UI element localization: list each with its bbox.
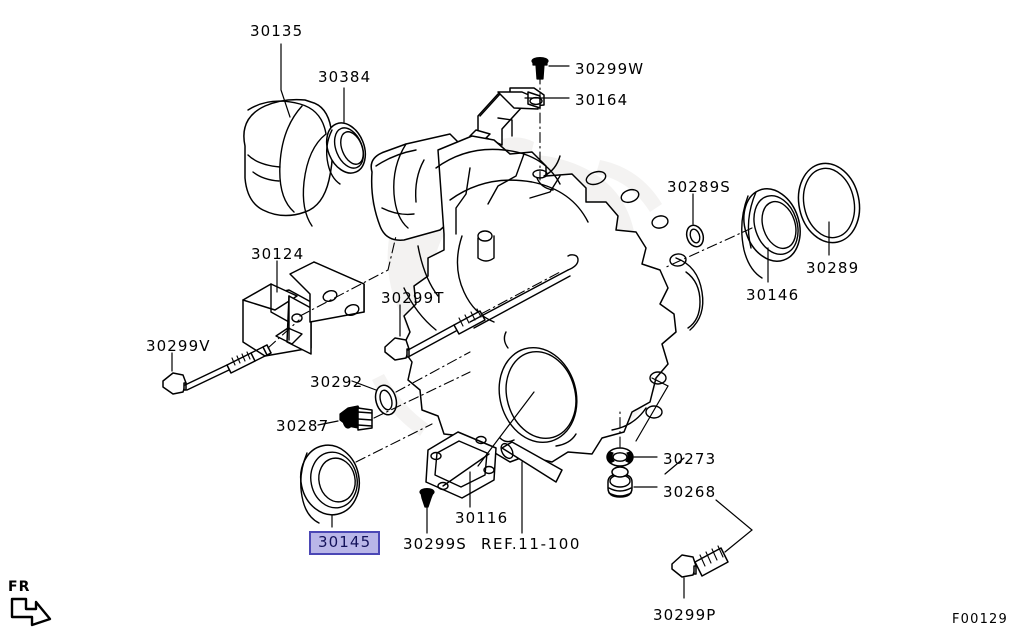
- callout-30164: 30164: [575, 91, 629, 109]
- part-30299T-bolt: [384, 308, 486, 361]
- callout-30124: 30124: [251, 245, 305, 263]
- part-30292-washer: [374, 384, 398, 416]
- transfer-case-housing: [370, 133, 704, 463]
- part-30299S-bolt: [419, 488, 435, 508]
- callout-30273: 30273: [663, 450, 717, 468]
- callout-30299V: 30299V: [146, 337, 211, 355]
- part-30299W-bolt: [531, 56, 549, 80]
- part-30299V-bolt: [162, 344, 272, 395]
- part-30145-oil-seal: [299, 444, 361, 524]
- callout-30146: 30146: [746, 286, 800, 304]
- orientation-label: FR: [8, 579, 31, 595]
- callout-30289S: 30289S: [667, 178, 731, 196]
- callout-30299P: 30299P: [653, 606, 717, 624]
- callout-30299S: 30299S: [403, 535, 467, 553]
- part-30287-plug: [339, 405, 373, 431]
- part-30289S-oring: [685, 224, 705, 248]
- callout-ref-11-100: REF.11-100: [481, 535, 582, 553]
- center-snap-ring: [498, 331, 578, 444]
- callout-30268: 30268: [663, 483, 717, 501]
- part-30146-oil-seal: [741, 188, 801, 279]
- callout-30289: 30289: [806, 259, 860, 277]
- leader-lines: [171, 43, 830, 599]
- callout-30135: 30135: [250, 22, 304, 40]
- part-30299P-bolt: [671, 545, 729, 578]
- part-ref-11-100-pin: [500, 441, 563, 483]
- part-30124-bracket: [242, 261, 365, 357]
- part-30289-oring: [797, 162, 861, 244]
- part-30135-sleeve: [243, 98, 334, 227]
- callout-30287: 30287: [276, 417, 330, 435]
- callout-30292: 30292: [310, 373, 364, 391]
- part-30268-plug: [607, 466, 633, 498]
- part-30384-oil-seal: [325, 122, 367, 185]
- part-30273-oring: [606, 447, 634, 467]
- sheet-code: F00129: [951, 612, 1008, 627]
- orientation-marker: FR: [6, 579, 60, 629]
- shift-rail-rod: [469, 254, 579, 329]
- callout-30145-highlighted[interactable]: 30145: [309, 531, 381, 555]
- callout-30116: 30116: [455, 509, 509, 527]
- callout-30384: 30384: [318, 68, 372, 86]
- callout-30299W: 30299W: [575, 60, 645, 78]
- callout-30299T: 30299T: [381, 289, 445, 307]
- arrow-down-right-icon: [10, 597, 52, 627]
- part-30116-gasket: [425, 431, 497, 499]
